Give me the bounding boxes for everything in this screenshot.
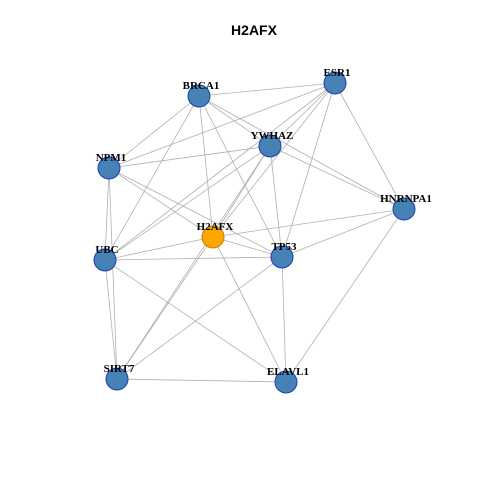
node-label-elavl1: ELAVL1 (267, 366, 309, 378)
edge-brca1-h2afx (198, 95, 214, 238)
edge-h2afx-elavl1 (212, 236, 287, 383)
node-elavl1 (274, 370, 298, 394)
node-esr1 (323, 71, 347, 95)
edge-npm1-tp53 (108, 167, 283, 258)
node-npm1 (97, 156, 121, 180)
edge-ywhaz-npm1 (108, 145, 271, 169)
edge-npm1-ubc (104, 167, 110, 261)
edge-npm1-sirt7 (108, 167, 118, 380)
edge-npm1-h2afx (108, 167, 214, 238)
edge-ywhaz-ubc (104, 145, 271, 261)
edge-tp53-sirt7 (116, 256, 283, 380)
edge-brca1-ubc (104, 95, 200, 261)
edge-esr1-ubc (104, 82, 336, 261)
diagram-title: H2AFX (231, 22, 278, 38)
node-label-h2afx: H2AFX (197, 221, 234, 233)
edge-ywhaz-hnrnpa1 (269, 145, 405, 210)
edges-layer (104, 82, 405, 383)
node-ubc (93, 248, 117, 272)
edge-h2afx-tp53 (212, 236, 283, 258)
node-label-ywhaz: YWHAZ (251, 130, 294, 142)
edge-h2afx-sirt7 (116, 236, 214, 380)
edge-tp53-elavl1 (281, 256, 287, 383)
node-label-sirt7: SIRT7 (104, 363, 135, 375)
edge-hnrnpa1-tp53 (281, 208, 405, 258)
node-label-tp53: TP53 (271, 241, 297, 253)
edge-ywhaz-tp53 (269, 145, 283, 258)
edge-ubc-sirt7 (104, 259, 118, 380)
edge-brca1-npm1 (108, 95, 200, 169)
edge-esr1-h2afx (212, 82, 336, 238)
node-label-ubc: UBC (95, 244, 118, 256)
edge-hnrnpa1-elavl1 (285, 208, 405, 383)
edge-ywhaz-sirt7 (116, 145, 271, 380)
edge-brca1-esr1 (198, 82, 336, 97)
edge-sirt7-elavl1 (116, 378, 287, 383)
edge-esr1-hnrnpa1 (334, 82, 405, 210)
node-label-esr1: ESR1 (324, 67, 351, 79)
node-brca1 (187, 84, 211, 108)
edge-ubc-tp53 (104, 256, 283, 261)
edge-esr1-ywhaz (269, 82, 336, 147)
node-tp53 (270, 245, 294, 269)
nodes-layer (93, 71, 416, 394)
edge-h2afx-ubc (104, 236, 214, 261)
node-ywhaz (258, 134, 282, 158)
node-hnrnpa1 (392, 197, 416, 221)
node-label-npm1: NPM1 (96, 152, 127, 164)
node-label-hnrnpa1: HNRNPA1 (380, 193, 432, 205)
edge-hnrnpa1-h2afx (212, 208, 405, 238)
node-h2afx (201, 225, 225, 249)
edge-brca1-tp53 (198, 95, 283, 258)
edge-esr1-npm1 (108, 82, 336, 169)
node-sirt7 (105, 367, 129, 391)
node-label-brca1: BRCA1 (183, 80, 220, 92)
edge-esr1-tp53 (281, 82, 336, 258)
edge-brca1-hnrnpa1 (198, 95, 405, 210)
